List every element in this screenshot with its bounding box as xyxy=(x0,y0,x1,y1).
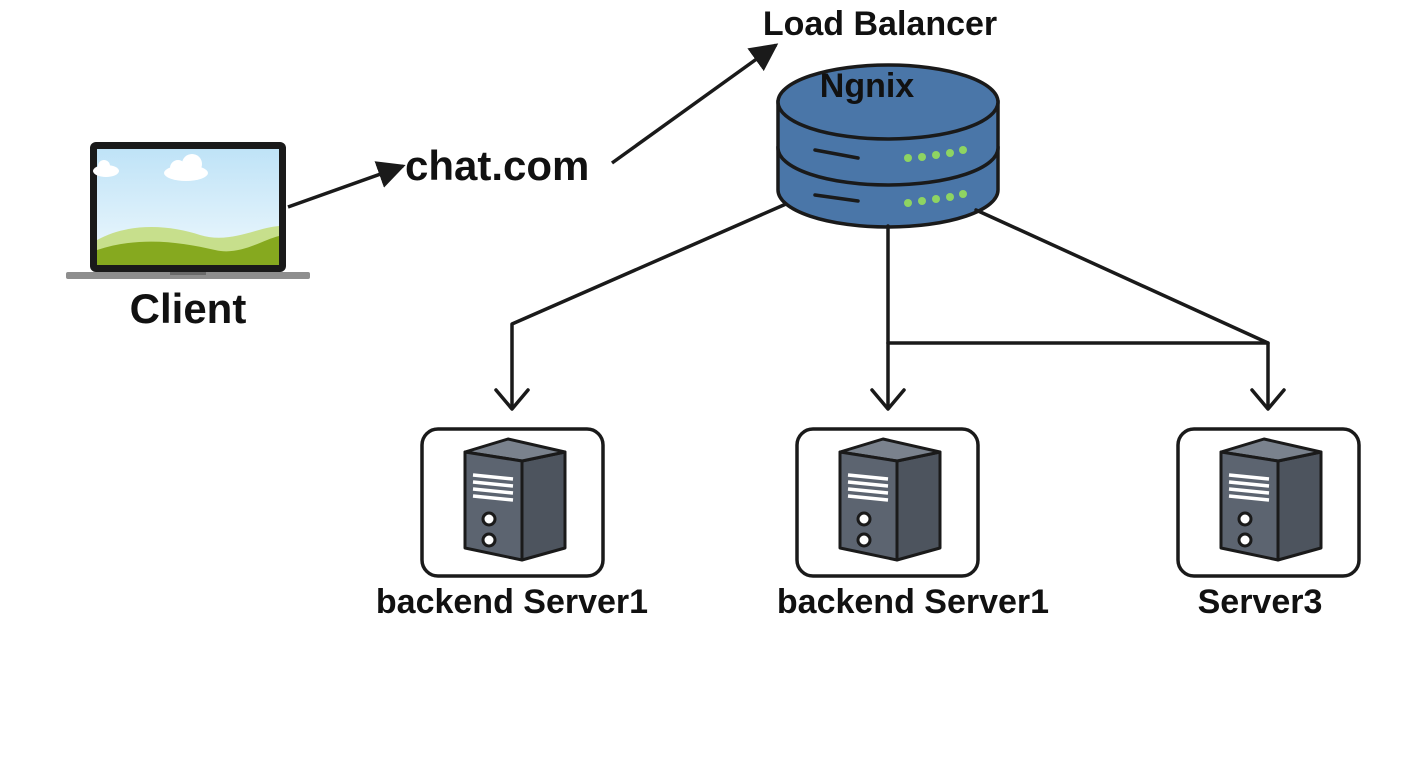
server-tower-icon xyxy=(1219,437,1323,562)
server-tower-icon xyxy=(838,437,942,562)
laptop-icon xyxy=(66,142,310,279)
server-3-label: Server3 xyxy=(1198,583,1323,621)
load-balancer-name: Ngnix xyxy=(820,67,915,105)
server-1-label: backend Server1 xyxy=(376,583,648,621)
server-2-box xyxy=(795,427,980,578)
server-1-box xyxy=(420,427,605,578)
route-to-server-3 xyxy=(974,208,1270,410)
server-stack-icon xyxy=(776,63,1000,229)
arrowhead-server-3 xyxy=(1250,388,1286,411)
server-2-label: backend Server1 xyxy=(777,583,1049,621)
client-to-domain-arrow xyxy=(287,161,406,209)
load-balancer-title: Load Balancer xyxy=(763,5,997,43)
arrowhead-server-1 xyxy=(494,388,530,411)
server-tower-icon xyxy=(463,437,567,562)
arrowhead-server-2 xyxy=(870,388,906,411)
client-label: Client xyxy=(130,285,247,332)
server-3-box xyxy=(1176,427,1361,578)
domain-label: chat.com xyxy=(405,142,589,189)
route-to-server-1 xyxy=(510,202,788,410)
domain-to-load-balancer-arrow xyxy=(610,43,779,165)
